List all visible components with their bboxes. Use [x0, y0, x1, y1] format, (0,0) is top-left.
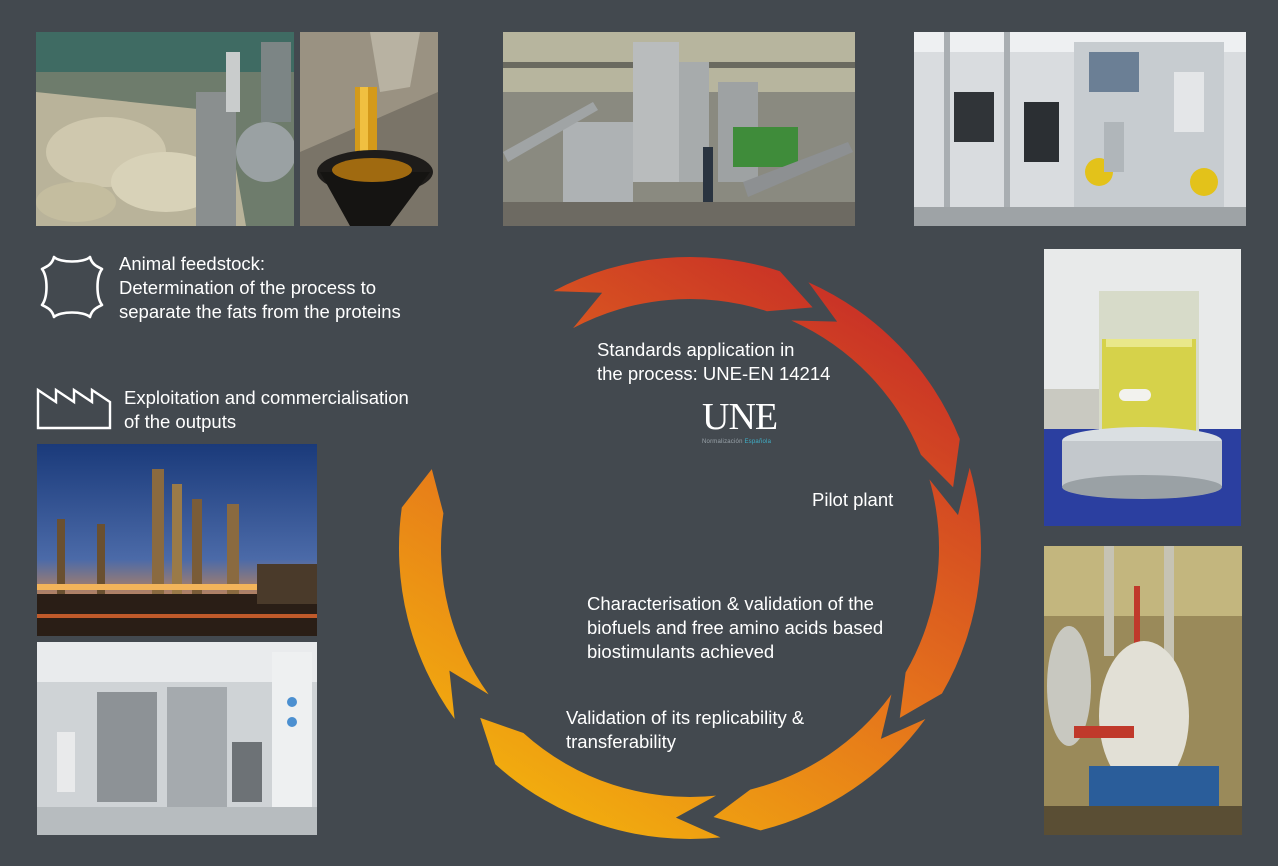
- une-logo-subtitle: Normalización Española: [702, 438, 782, 446]
- arrow-segment-6: [398, 469, 489, 719]
- industrial-plant-photo: [503, 32, 855, 226]
- legend-exploitation-line-2: of the outputs: [124, 411, 237, 432]
- une-logo: UNE Normalización Española: [702, 398, 782, 446]
- beaker-photo: [1044, 249, 1241, 526]
- step-standards-line-2: the process: UNE-EN 14214: [597, 363, 831, 384]
- step-validation-line-1: Validation of its replicability &: [566, 707, 805, 728]
- legend-feedstock: Animal feedstock: Determination of the p…: [119, 252, 401, 324]
- arrow-segment-4: [713, 694, 926, 831]
- une-logo-sub-right: Española: [744, 439, 772, 445]
- fat-pouring-photo: [300, 32, 438, 226]
- raw-material-photo: [36, 32, 294, 226]
- une-logo-sub-left: Normalización: [702, 439, 745, 445]
- step-characterisation-line-2: biofuels and free amino acids based: [587, 617, 884, 638]
- une-logo-text: UNE: [702, 396, 778, 438]
- legend-exploitation: Exploitation and commercialisation of th…: [124, 386, 409, 434]
- step-characterisation: Characterisation & validation of the bio…: [587, 592, 883, 664]
- boiler-photo: [1044, 546, 1242, 835]
- step-validation: Validation of its replicability & transf…: [566, 706, 804, 754]
- legend-exploitation-line-1: Exploitation and commercialisation: [124, 387, 409, 408]
- step-pilot-line-1: Pilot plant: [812, 489, 894, 510]
- arrow-segment-3: [899, 467, 981, 718]
- step-pilot: Pilot plant: [812, 488, 893, 512]
- arrow-segment-1: [553, 256, 813, 329]
- legend-feedstock-line-3: separate the fats from the proteins: [119, 301, 401, 322]
- leather-hide-icon: [40, 255, 104, 319]
- pilot-lab-photo: [37, 642, 317, 835]
- step-standards-line-1: Standards application in: [597, 339, 795, 360]
- legend-feedstock-line-1: Animal feedstock:: [119, 253, 266, 274]
- step-characterisation-line-1: Characterisation & validation of the: [587, 593, 874, 614]
- arrow-segment-2: [791, 282, 960, 488]
- arrow-segment-5: [480, 717, 721, 839]
- laboratory-reactor-photo: [914, 32, 1246, 226]
- step-validation-line-2: transferability: [566, 731, 677, 752]
- step-characterisation-line-3: biostimulants achieved: [587, 641, 775, 662]
- factory-icon: [36, 387, 112, 430]
- step-standards: Standards application in the process: UN…: [597, 338, 830, 386]
- legend-feedstock-line-2: Determination of the process to: [119, 277, 377, 298]
- refinery-photo: [37, 444, 317, 636]
